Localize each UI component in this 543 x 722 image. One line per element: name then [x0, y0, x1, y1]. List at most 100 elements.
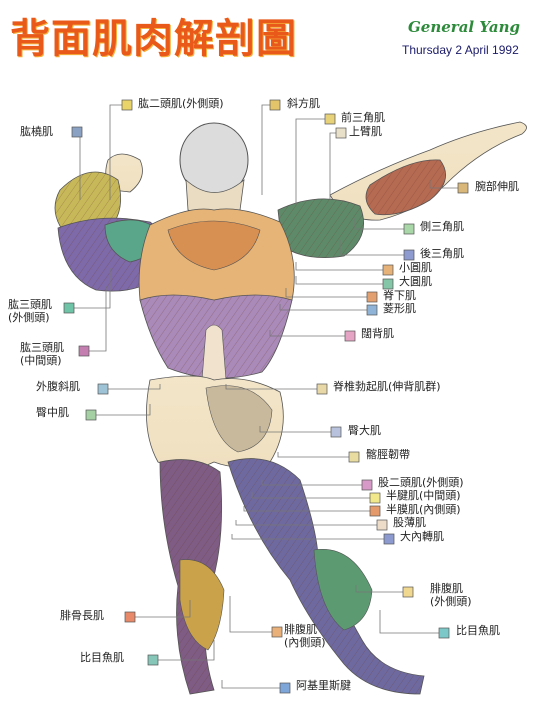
color-swatch — [269, 99, 281, 111]
color-swatch — [121, 99, 133, 111]
color-swatch — [279, 682, 291, 694]
color-swatch — [402, 586, 414, 598]
color-swatch — [271, 626, 283, 638]
color-swatch — [63, 302, 75, 314]
leader-line — [96, 404, 151, 416]
label-gluteus-medius: 臀中肌 — [36, 406, 69, 419]
leader-line — [295, 276, 383, 285]
leader-line — [231, 534, 384, 540]
leader-line — [329, 132, 336, 200]
color-swatch — [376, 519, 388, 531]
color-swatch — [438, 627, 450, 639]
label-brachialis: 上臂肌 — [349, 125, 382, 138]
leader-line — [109, 104, 122, 200]
color-swatch — [71, 126, 83, 138]
color-swatch — [383, 533, 395, 545]
leader-lines — [74, 104, 458, 689]
label-wrist-extensor: 腕部伸肌 — [475, 180, 519, 193]
color-swatch — [78, 345, 90, 357]
leader-line — [279, 304, 367, 311]
head — [179, 122, 249, 217]
color-swatch — [335, 127, 347, 139]
label-semitendinosus: 半腱肌(中間頭) — [386, 489, 461, 502]
leader-line — [108, 384, 161, 390]
leader-line — [269, 330, 345, 337]
right-arm — [277, 121, 527, 258]
label-trapezius: 斜方肌 — [287, 97, 320, 110]
label-external-oblique: 外腹斜肌 — [36, 380, 80, 393]
leader-line — [158, 640, 215, 661]
color-swatch — [324, 113, 336, 125]
color-swatch — [369, 492, 381, 504]
label-brachioradialis: 肱橈肌 — [20, 125, 53, 138]
color-swatch — [330, 426, 342, 438]
leader-line — [277, 452, 349, 458]
label-erector-spinae: 脊椎勃起肌(伸背肌群) — [333, 380, 441, 393]
leader-line — [74, 268, 111, 309]
label-swatches — [63, 99, 469, 694]
leader-line — [243, 506, 370, 512]
label-semimembranosus: 半膜肌(內側頭) — [386, 503, 461, 516]
leader-line — [235, 520, 377, 526]
color-swatch — [85, 409, 97, 421]
leader-line — [354, 218, 404, 230]
color-swatch — [316, 383, 328, 395]
label-soleus-left: 比目魚肌 — [80, 651, 124, 664]
label-deltoid-rear: 後三角肌 — [420, 247, 464, 260]
color-swatch — [457, 182, 469, 194]
leader-line — [221, 680, 280, 689]
label-gluteus-maximus: 臀大肌 — [348, 424, 381, 437]
color-swatch — [403, 223, 415, 235]
leader-line — [261, 480, 362, 486]
color-swatch — [366, 304, 378, 316]
leader-line — [295, 118, 325, 205]
label-peroneus-longus: 腓骨長肌 — [60, 609, 104, 622]
label-rhomboid: 菱形肌 — [383, 302, 416, 315]
leader-line — [295, 262, 383, 271]
label-triceps-lateral: 肱三頭肌 (外側頭) — [8, 298, 52, 324]
color-swatch — [361, 479, 373, 491]
label-latissimus: 闊背肌 — [361, 327, 394, 340]
label-iliotibial-band: 髂脛韌帶 — [366, 448, 410, 461]
label-gastrocnemius-outer: 腓腹肌 (外側頭) — [430, 582, 472, 608]
color-swatch — [369, 505, 381, 517]
label-deltoid-side: 側三角肌 — [420, 220, 464, 233]
leader-line — [259, 426, 331, 433]
label-achilles: 阿基里斯腱 — [296, 679, 351, 692]
label-biceps-femoris-outer: 股二頭肌(外側頭) — [378, 476, 464, 489]
color-swatch — [382, 278, 394, 290]
label-deltoid-front: 前三角肌 — [341, 111, 385, 124]
label-gracilis: 股薄肌 — [393, 516, 426, 529]
hips — [146, 375, 284, 470]
leader-line — [261, 104, 270, 195]
date-text: Thursday 2 April 1992 — [402, 43, 519, 57]
leader-line — [229, 596, 272, 633]
leader-line — [89, 286, 107, 352]
leader-line — [285, 288, 367, 298]
legs — [159, 458, 425, 695]
color-swatch — [382, 264, 394, 276]
torso — [138, 208, 295, 386]
leader-line — [429, 180, 458, 189]
color-swatch — [403, 249, 415, 261]
label-infraspinatus: 脊下肌 — [383, 289, 416, 302]
label-teres-minor: 小圓肌 — [399, 261, 432, 274]
color-swatch — [97, 383, 109, 395]
label-soleus-right: 比目魚肌 — [456, 624, 500, 637]
color-swatch — [124, 611, 136, 623]
color-swatch — [366, 291, 378, 303]
label-adductor-magnus: 大內轉肌 — [400, 530, 444, 543]
leader-line — [379, 610, 439, 634]
label-biceps-outer: 肱二頭肌(外側頭) — [138, 97, 224, 110]
leader-line — [355, 585, 403, 593]
color-swatch — [344, 330, 356, 342]
label-gastrocnemius-inner: 腓腹肌 (內側頭) — [284, 623, 326, 649]
leader-line — [339, 240, 404, 256]
left-arm — [54, 153, 170, 292]
leader-line — [225, 384, 317, 390]
color-swatch — [147, 654, 159, 666]
page-title: 背面肌肉解剖圖 — [10, 15, 297, 62]
color-swatch — [348, 451, 360, 463]
